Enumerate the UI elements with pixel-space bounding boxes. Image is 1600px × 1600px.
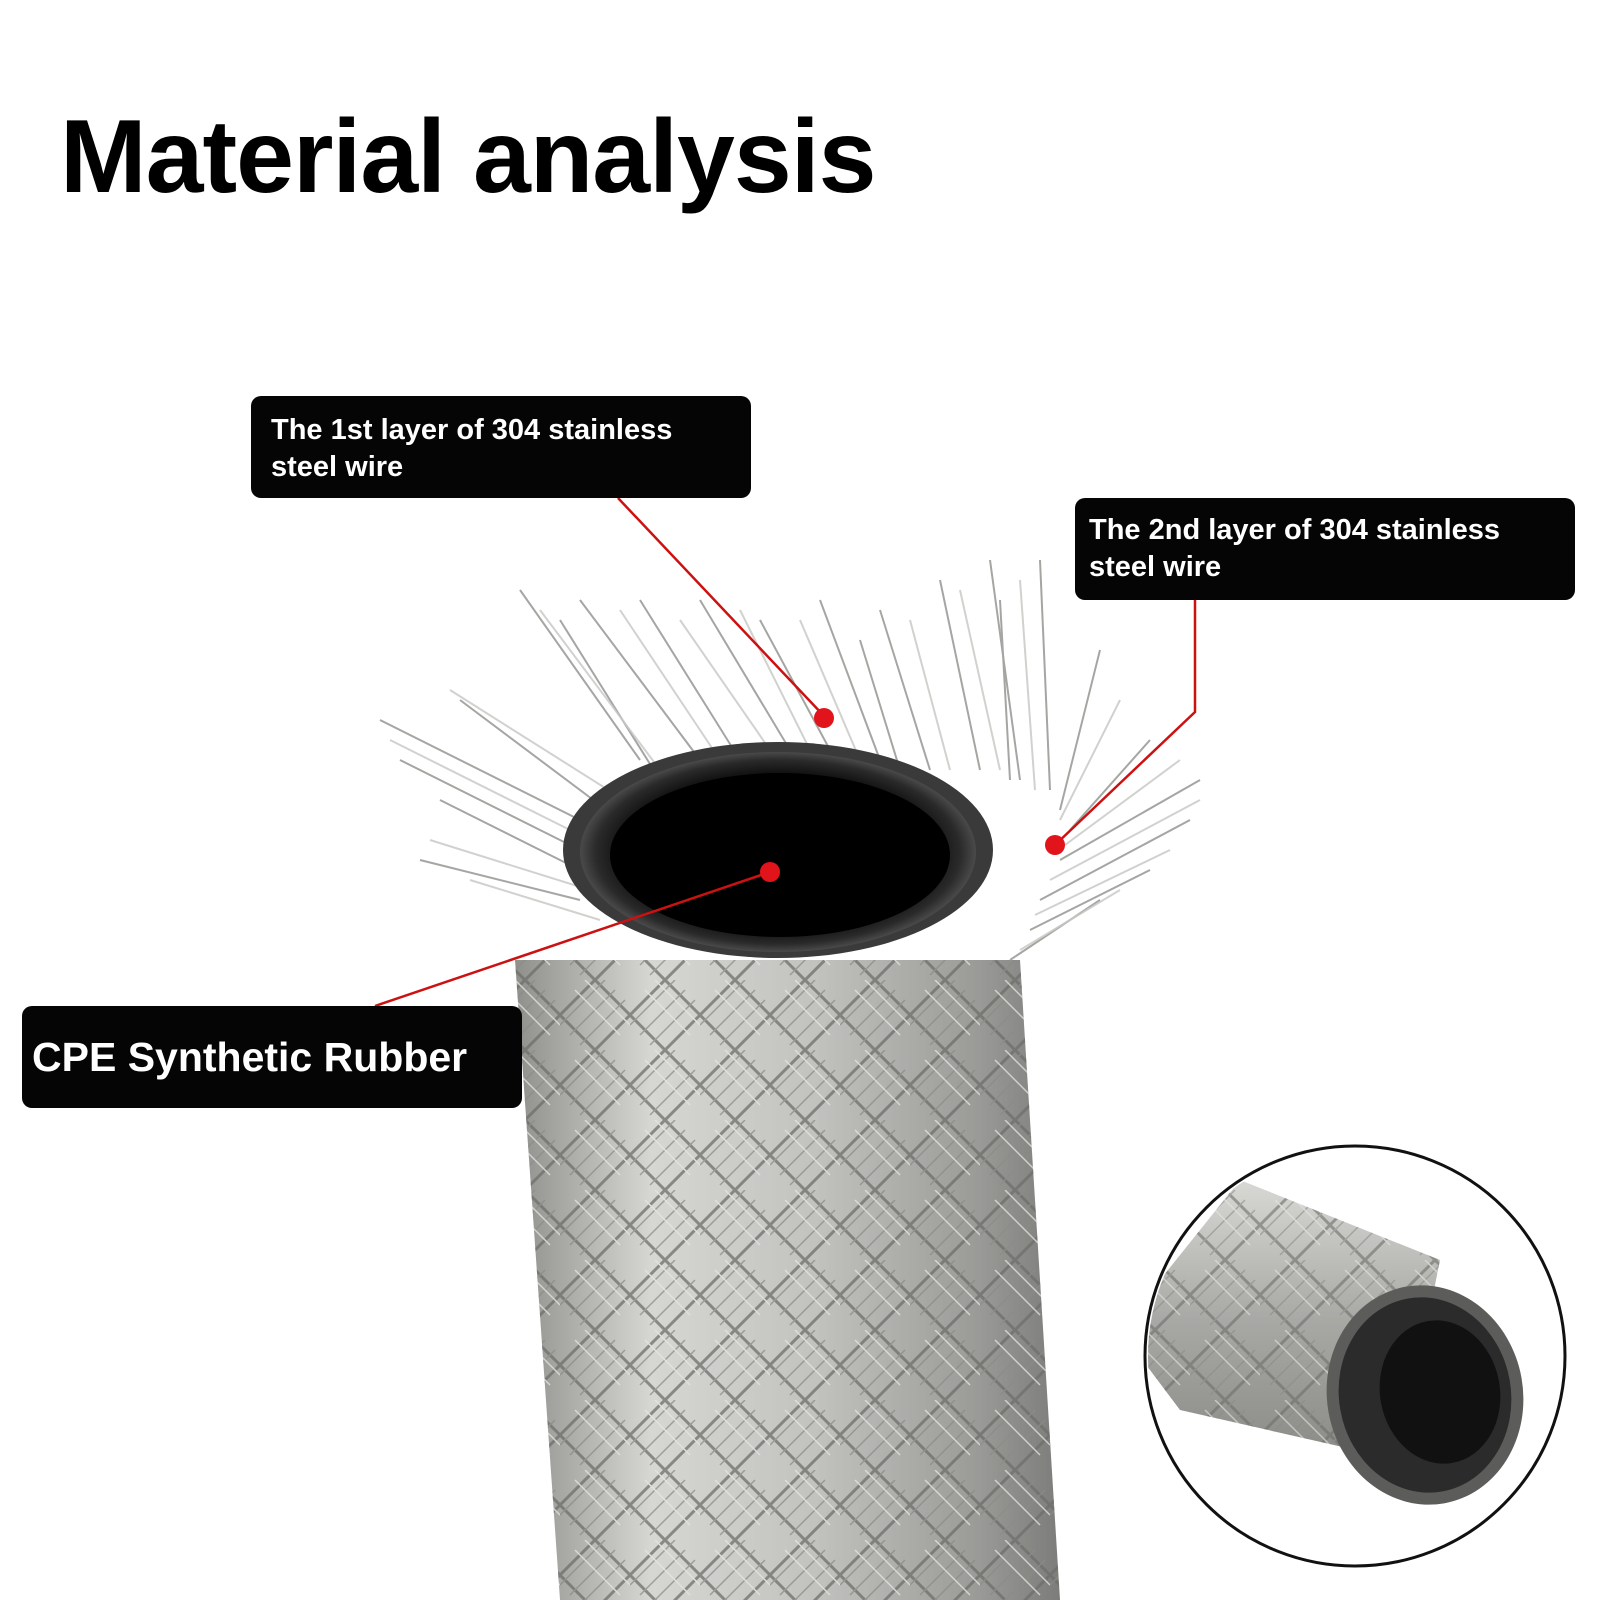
marker-dot-layer1 xyxy=(814,708,834,728)
marker-dot-layer2 xyxy=(1045,835,1065,855)
callout-rubber: CPE Synthetic Rubber xyxy=(22,1006,522,1108)
callout-layer2-line1: The 2nd layer of 304 stainless xyxy=(1089,514,1501,546)
leader-line-rubber xyxy=(374,870,771,1008)
leader-line-layer1 xyxy=(617,497,825,717)
marker-dot-rubber xyxy=(760,862,780,882)
callout-rubber-text: CPE Synthetic Rubber xyxy=(32,1034,468,1080)
callout-layer1-line2: steel wire xyxy=(271,451,404,483)
leader-dots xyxy=(760,708,1065,882)
page-title: Material analysis xyxy=(60,99,876,215)
leader-lines xyxy=(374,497,1197,1008)
callout-layer2-line2: steel wire xyxy=(1089,551,1222,583)
inset-detail-circle xyxy=(1143,1144,1567,1568)
callout-layer1: The 1st layer of 304 stainless steel wir… xyxy=(251,396,751,498)
main-hose xyxy=(379,559,1201,1600)
callout-layer1-line1: The 1st layer of 304 stainless xyxy=(271,414,673,446)
leader-line-layer2 xyxy=(1054,600,1197,846)
callout-layer2: The 2nd layer of 304 stainless steel wir… xyxy=(1075,498,1575,600)
